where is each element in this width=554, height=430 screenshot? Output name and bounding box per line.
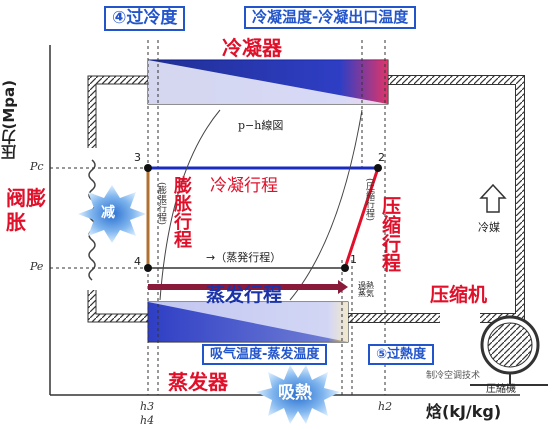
condenser-label: 冷凝器 [222,36,282,60]
reduce-burst [78,185,146,243]
watermark: 制冷空调技术 [426,371,481,381]
superheat-label: ⑤过熱度 [368,344,435,365]
subcool-label: ④过冷度 [104,6,186,31]
ph-title: p−h線図 [238,119,284,132]
pipe-left-bottom [87,290,150,323]
compressor-label: 压缩机 [430,284,488,306]
compression-jp-label: (圧縮行程) [364,178,374,222]
dome-right [289,109,363,301]
refrigerant-label: 冷媒 [478,221,500,234]
x-axis-label: 焓(kJ/kg) [426,402,502,421]
expansion-label: 膨胀行程 [171,176,192,248]
expansion-coil [88,159,96,281]
pe-tick: Pe [30,260,44,273]
evap-jp-label: →（蒸発行程） [206,251,282,264]
valve-label: 阀膨胀 [6,186,46,234]
evaporator-label: 蒸发器 [168,370,228,394]
h3-tick: h3 [140,400,155,413]
compressor-jp-label: 圧縮機 [486,384,516,395]
y-axis-label: 压力(Mpa) [0,80,18,160]
point-2-dot [374,164,382,172]
heat-absorb-burst [256,365,340,424]
pc-tick: Pc [30,160,44,173]
cond-process-label: 冷凝行程 [210,176,278,196]
point-1-label: 1 [350,253,357,266]
dome-left [159,109,221,301]
point-3-label: 3 [134,151,141,164]
guide-lines [50,40,386,395]
suction-temp-label: 吸气温度-蒸发温度 [202,344,328,365]
h4-tick: h4 [140,414,155,427]
cond-temp-label: 冷凝温度-冷凝出口温度 [244,6,417,29]
evap-process-label: 蒸发行程 [206,284,283,306]
refrigerant-arrow [479,183,507,213]
evap-bar [148,284,338,290]
expansion-jp-label: (膨張行程) [156,182,166,226]
point-1-dot [341,264,349,272]
point-4-dot [144,264,152,272]
superheat-jp-label: 過熱蒸気 [358,281,374,298]
compression-label: 压缩行程 [379,196,401,272]
compression-line [343,167,380,269]
point-2-label: 2 [378,151,385,164]
heat-absorb-label: 吸熱 [278,383,312,403]
h2-tick: h2 [378,400,393,413]
reduce-label: 减 [101,205,115,221]
point-4-label: 4 [134,255,141,268]
pipe-left-top [87,75,150,148]
point-3-dot [144,164,152,172]
